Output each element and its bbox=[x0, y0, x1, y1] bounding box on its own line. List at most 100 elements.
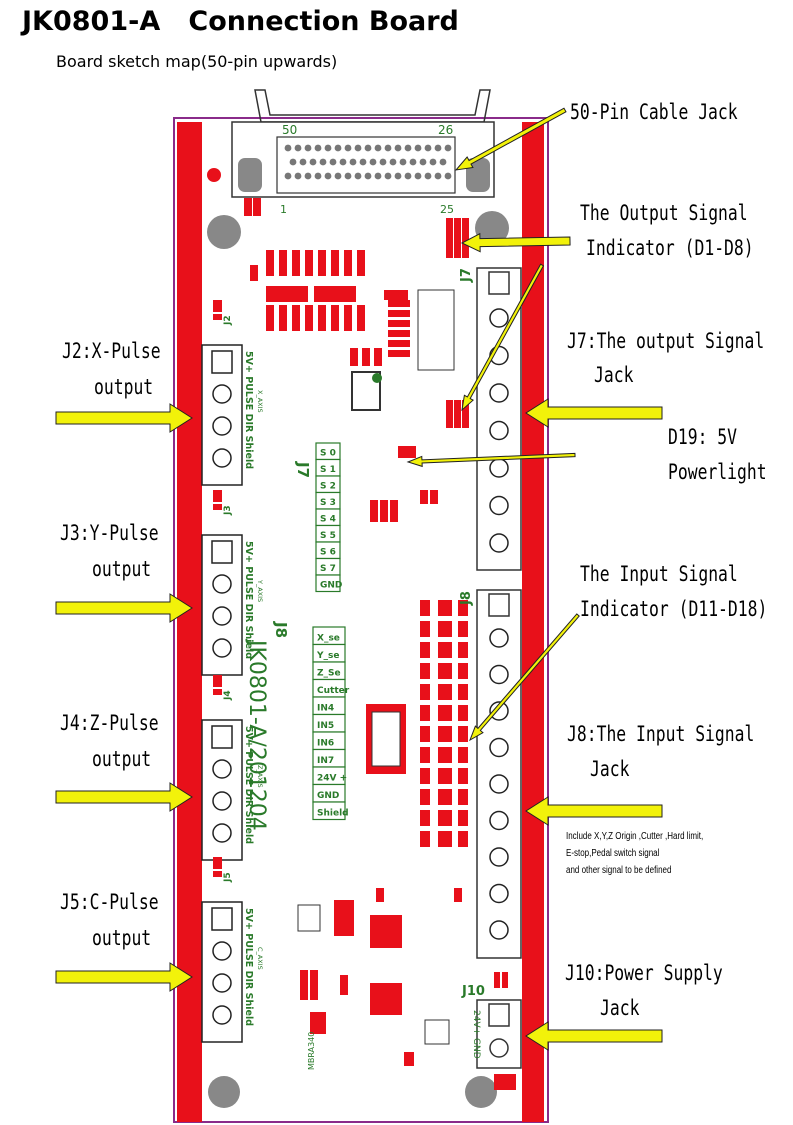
smd-pad bbox=[388, 340, 410, 347]
callout-j3-line2: output bbox=[92, 557, 152, 581]
cable-pin bbox=[284, 172, 292, 180]
cable-pin bbox=[344, 172, 352, 180]
cable-pin bbox=[359, 158, 367, 166]
table-cell-label: S 0 bbox=[320, 449, 336, 459]
cable-pin bbox=[439, 158, 447, 166]
smd-pad bbox=[244, 198, 252, 216]
smd-pad bbox=[438, 642, 452, 658]
smd-pad bbox=[388, 310, 410, 317]
smd-pad bbox=[318, 305, 326, 331]
cable-pin bbox=[314, 172, 322, 180]
terminal-hole bbox=[489, 920, 509, 940]
smd-pad bbox=[420, 621, 430, 637]
table-cell-label: S 5 bbox=[320, 531, 336, 541]
pin-square bbox=[211, 725, 233, 749]
chips: MBRA340 bbox=[297, 289, 455, 1070]
smd-pad bbox=[340, 975, 348, 995]
pin-50-label: 50 bbox=[282, 123, 297, 137]
page-title: JK0801-A Connection Board bbox=[22, 6, 459, 37]
cable-pin bbox=[384, 172, 392, 180]
smd-pad bbox=[384, 290, 408, 300]
mount-hole-bottom-left bbox=[208, 1076, 240, 1108]
smd-pad bbox=[420, 726, 430, 742]
terminal-hole bbox=[212, 759, 232, 779]
cable-pin bbox=[399, 158, 407, 166]
pulse-connector-label: J2 bbox=[223, 315, 233, 326]
pin-square bbox=[211, 350, 233, 374]
cable-pin bbox=[434, 144, 442, 152]
smd-pad bbox=[310, 970, 318, 1000]
cable-pin bbox=[339, 158, 347, 166]
callout-arrow bbox=[525, 1021, 663, 1051]
led-pad bbox=[213, 675, 222, 687]
cable-pin bbox=[424, 144, 432, 152]
callout-d19-line2: Powerlight bbox=[668, 460, 767, 484]
table-cell-label: S 3 bbox=[320, 498, 336, 508]
led-pad bbox=[213, 490, 222, 502]
terminal-hole bbox=[489, 774, 509, 794]
table-cell-label: Cutter bbox=[317, 686, 350, 696]
smd-pad bbox=[420, 768, 430, 784]
callout-j5-line1: J5:C-Pulse bbox=[60, 890, 159, 914]
led-pad bbox=[213, 300, 222, 312]
terminal-hole bbox=[212, 791, 232, 811]
j10-connector-label: J10 bbox=[461, 984, 485, 999]
smd-pad bbox=[420, 490, 428, 504]
terminal-hole bbox=[212, 384, 232, 404]
callout-arrow bbox=[525, 398, 663, 428]
smd-pad bbox=[374, 348, 382, 366]
smd-pad bbox=[398, 446, 404, 458]
smd-pad bbox=[420, 831, 430, 847]
smd-pad bbox=[314, 286, 356, 302]
pulse-pins-label: 5V+ PULSE DIR Shield bbox=[243, 541, 254, 659]
cable-pin bbox=[284, 144, 292, 152]
callout-d19-line1: D19: 5V bbox=[668, 425, 738, 449]
callout-arrow bbox=[55, 403, 193, 433]
smd-pad bbox=[458, 831, 468, 847]
smd-pad bbox=[438, 705, 452, 721]
cable-pin bbox=[404, 144, 412, 152]
cable-pin bbox=[304, 172, 312, 180]
smd-pad bbox=[388, 300, 410, 307]
cable-pin bbox=[324, 172, 332, 180]
terminal-hole bbox=[489, 533, 509, 553]
smd-pad bbox=[438, 768, 452, 784]
smd-pad bbox=[344, 250, 352, 276]
table-cell-label: S 2 bbox=[320, 482, 336, 492]
smd-pad bbox=[388, 320, 410, 327]
smd-pad bbox=[420, 705, 430, 721]
smd-pad bbox=[404, 1052, 414, 1066]
led-pad bbox=[213, 314, 222, 320]
cable-pin bbox=[314, 144, 322, 152]
table-cell-label: Z_Se bbox=[317, 669, 341, 679]
callout-j7-output-line1: J7:The output Signal bbox=[567, 329, 765, 353]
smd-pad bbox=[438, 726, 452, 742]
j8-connector-label: J8 bbox=[459, 591, 474, 606]
smd-pad bbox=[494, 972, 500, 988]
cable-pin bbox=[409, 158, 417, 166]
callout-j8-note: Include X,Y,Z Origin ,Cutter ,Hard limit… bbox=[566, 828, 703, 879]
cable-pin bbox=[309, 158, 317, 166]
smd-pad bbox=[420, 642, 430, 658]
smd-pad bbox=[462, 400, 469, 428]
smd-pad bbox=[305, 305, 313, 331]
table-cell-label: X_se bbox=[317, 634, 340, 644]
smd-pad bbox=[357, 250, 365, 276]
left-red-strip bbox=[177, 122, 202, 1122]
smd-pad bbox=[310, 1012, 326, 1034]
callout-j7-output-line2: Jack bbox=[594, 363, 634, 387]
cable-pin bbox=[444, 172, 452, 180]
cable-pin bbox=[354, 172, 362, 180]
terminal-hole bbox=[212, 823, 232, 843]
cable-pin bbox=[304, 144, 312, 152]
terminal-hole bbox=[489, 847, 509, 867]
smd-pad bbox=[292, 305, 300, 331]
table-cell-label: S 7 bbox=[320, 564, 336, 574]
table-cell-label: Y_se bbox=[316, 651, 339, 661]
axis-label: Z_AXIS bbox=[256, 765, 264, 788]
smd-pad bbox=[462, 218, 469, 258]
